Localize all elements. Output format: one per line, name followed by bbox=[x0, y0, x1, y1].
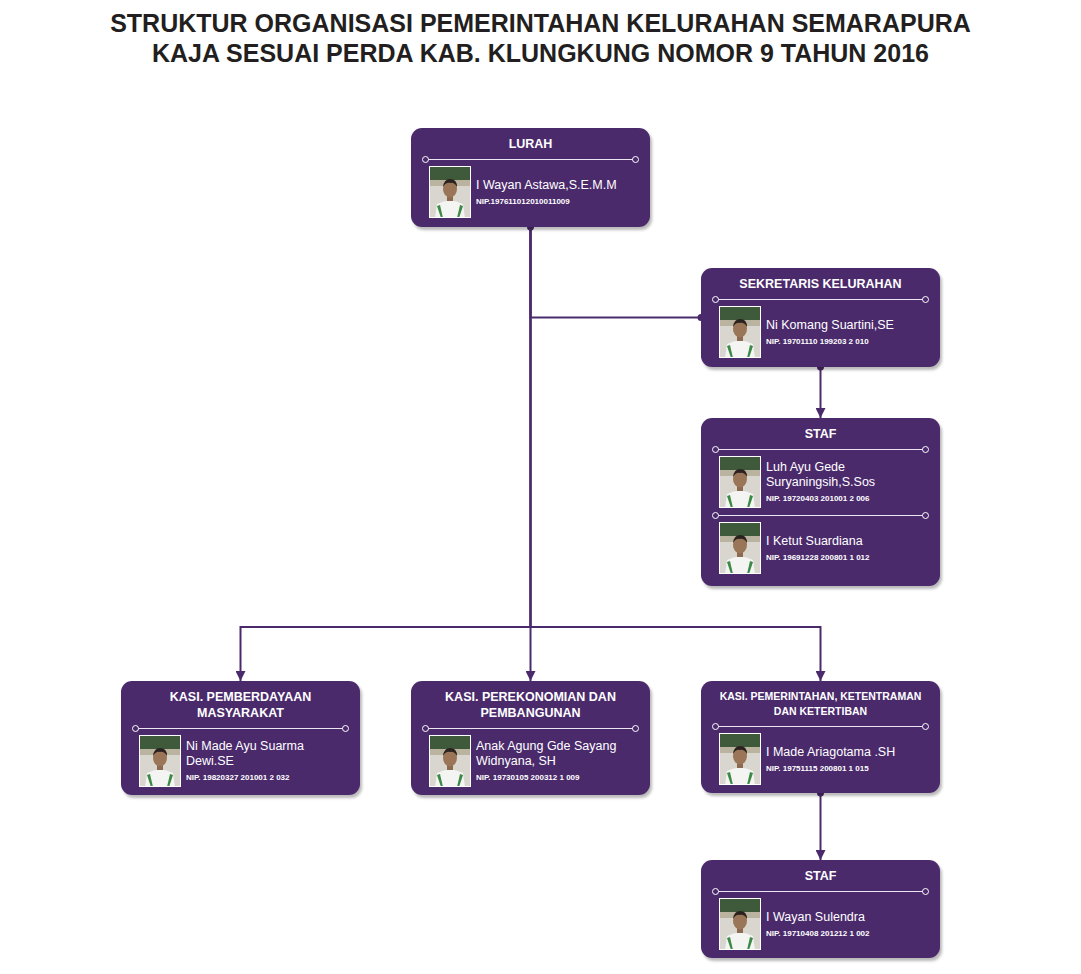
connector bbox=[531, 227, 702, 318]
connector bbox=[820, 793, 822, 860]
position-title: KASI. PEREKONOMIAN DAN PEMBANGUNAN bbox=[423, 689, 638, 721]
person-row: Ni Komang Suartini,SE NIP. 19701110 19920… bbox=[713, 306, 928, 358]
divider-line bbox=[716, 449, 925, 450]
person-name: I Ketut Suardiana bbox=[766, 534, 928, 549]
person-name: I Wayan Astawa,S.E.M.M bbox=[476, 178, 638, 193]
portrait-photo bbox=[429, 735, 471, 787]
divider-line bbox=[136, 728, 345, 729]
portrait-photo bbox=[719, 522, 761, 574]
person-name: Anak Agung Gde Sayang Widnyana, SH bbox=[476, 739, 638, 769]
person-name: Ni Made Ayu Suarma Dewi.SE bbox=[186, 739, 348, 769]
person-row: I Wayan SulendraNIP. 19710408 201212 1 0… bbox=[713, 898, 928, 950]
person-info: Ni Made Ayu Suarma Dewi.SE NIP. 19820327 … bbox=[186, 739, 348, 783]
portrait-photo bbox=[429, 166, 471, 218]
org-box: STAF I Wayan SulendraNIP. 19710408 201212… bbox=[701, 860, 940, 958]
org-box: STAF Luh Ayu Gede Suryaningsih,S.SosNIP. … bbox=[701, 418, 940, 586]
person-row: I Wayan Astawa,S.E.M.M NIP.19761101201001… bbox=[423, 166, 638, 218]
person-row: I Ketut SuardianaNIP. 19691228 200801 1 … bbox=[713, 522, 928, 574]
person-entry: I Wayan SulendraNIP. 19710408 201212 1 0… bbox=[713, 891, 928, 950]
person-entry: I Wayan Astawa,S.E.M.M NIP.19761101201001… bbox=[423, 159, 638, 218]
person-info: Luh Ayu Gede Suryaningsih,S.SosNIP. 1972… bbox=[766, 460, 928, 504]
employee-id: NIP. 19701110 199203 2 010 bbox=[766, 336, 928, 347]
employee-id: NIP. 19820327 201001 2 032 bbox=[186, 772, 348, 783]
divider-line bbox=[426, 728, 635, 729]
divider-line bbox=[716, 299, 925, 300]
person-name: I Wayan Sulendra bbox=[766, 910, 928, 925]
person-info: I Wayan SulendraNIP. 19710408 201212 1 0… bbox=[766, 910, 928, 939]
org-box: KASI. PEMBERDAYAAN MASYARAKAT Ni Made Ayu… bbox=[121, 681, 360, 795]
person-row: Anak Agung Gde Sayang Widnyana, SH NIP. 1… bbox=[423, 735, 638, 787]
portrait-photo bbox=[139, 735, 181, 787]
divider-line bbox=[716, 515, 925, 516]
divider-line bbox=[716, 891, 925, 892]
org-box: SEKRETARIS KELURAHAN Ni Komang Suartini,S… bbox=[701, 268, 940, 367]
person-entry: Luh Ayu Gede Suryaningsih,S.SosNIP. 1972… bbox=[713, 449, 928, 508]
person-info: I Made Ariagotama .SH NIP. 19751115 20080… bbox=[766, 745, 928, 774]
employee-id: NIP. 19751115 200801 1 015 bbox=[766, 763, 928, 774]
employee-id: NIP. 19710408 201212 1 002 bbox=[766, 928, 928, 939]
person-name: Ni Komang Suartini,SE bbox=[766, 318, 928, 333]
person-entry: Ni Komang Suartini,SE NIP. 19701110 19920… bbox=[713, 299, 928, 358]
person-entry: Ni Made Ayu Suarma Dewi.SE NIP. 19820327 … bbox=[133, 728, 348, 787]
employee-id: NIP. 19691228 200801 1 012 bbox=[766, 552, 928, 563]
position-title: KASI. PEMBERDAYAAN MASYARAKAT bbox=[133, 689, 348, 721]
person-info: I Wayan Astawa,S.E.M.M NIP.19761101201001… bbox=[476, 178, 638, 207]
person-info: I Ketut SuardianaNIP. 19691228 200801 1 … bbox=[766, 534, 928, 563]
org-box: KASI. PEREKONOMIAN DAN PEMBANGUNAN Anak A… bbox=[411, 681, 650, 795]
portrait-photo bbox=[719, 733, 761, 785]
person-row: Ni Made Ayu Suarma Dewi.SE NIP. 19820327 … bbox=[133, 735, 348, 787]
portrait-photo bbox=[719, 306, 761, 358]
person-row: I Made Ariagotama .SH NIP. 19751115 20080… bbox=[713, 733, 928, 785]
person-entry: I Ketut SuardianaNIP. 19691228 200801 1 … bbox=[713, 515, 928, 574]
employee-id: NIP. 19720403 201001 2 006 bbox=[766, 493, 928, 504]
diagram-title: STRUKTUR ORGANISASI PEMERINTAHAN KELURAH… bbox=[110, 8, 971, 68]
person-info: Anak Agung Gde Sayang Widnyana, SH NIP. 1… bbox=[476, 739, 638, 783]
employee-id: NIP.197611012010011009 bbox=[476, 196, 638, 207]
person-info: Ni Komang Suartini,SE NIP. 19701110 19920… bbox=[766, 318, 928, 347]
position-title: LURAH bbox=[423, 136, 638, 152]
person-name: I Made Ariagotama .SH bbox=[766, 745, 928, 760]
connector bbox=[241, 227, 531, 681]
position-title: KASI. PEMERINTAHAN, KETENTRAMAN DAN KETE… bbox=[713, 689, 928, 719]
portrait-photo bbox=[719, 898, 761, 950]
org-box: KASI. PEMERINTAHAN, KETENTRAMAN DAN KETE… bbox=[701, 681, 940, 793]
position-title: STAF bbox=[713, 426, 928, 442]
person-entry: I Made Ariagotama .SH NIP. 19751115 20080… bbox=[713, 726, 928, 785]
person-name: Luh Ayu Gede Suryaningsih,S.Sos bbox=[766, 460, 928, 490]
org-box: LURAH I Wayan Astawa,S.E.M.M NIP.197611012… bbox=[411, 128, 650, 227]
position-title: SEKRETARIS KELURAHAN bbox=[713, 276, 928, 292]
employee-id: NIP. 19730105 200312 1 009 bbox=[476, 772, 638, 783]
divider-line bbox=[716, 726, 925, 727]
portrait-photo bbox=[719, 456, 761, 508]
connector bbox=[820, 367, 822, 418]
person-row: Luh Ayu Gede Suryaningsih,S.SosNIP. 1972… bbox=[713, 456, 928, 508]
person-entry: Anak Agung Gde Sayang Widnyana, SH NIP. 1… bbox=[423, 728, 638, 787]
position-title: STAF bbox=[713, 868, 928, 884]
divider-line bbox=[426, 159, 635, 160]
